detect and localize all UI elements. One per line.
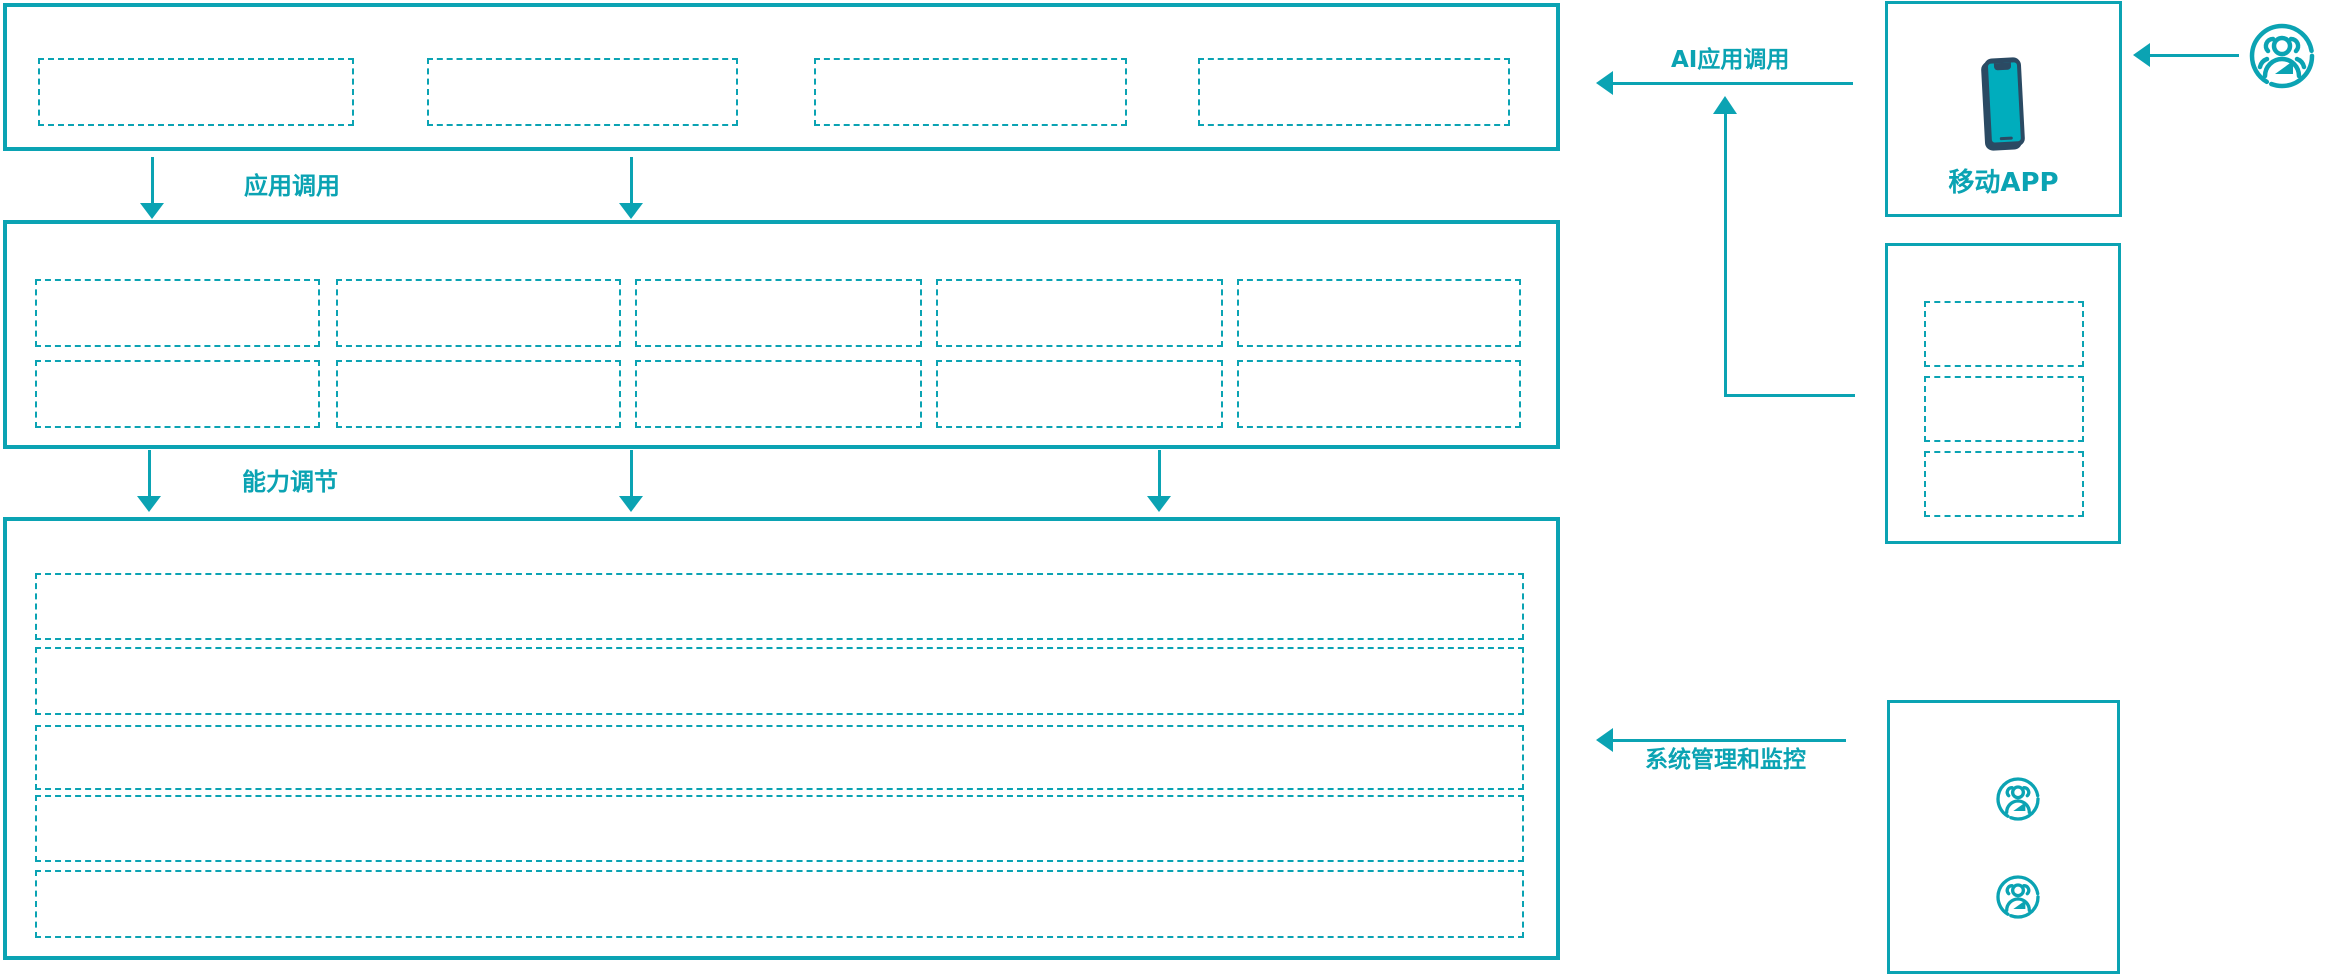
ai-app-call-arrowhead [1596, 71, 1613, 95]
capability-arrowhead-2 [619, 496, 643, 512]
middle-slot-r2c3 [635, 360, 922, 428]
middle-slot-r1c3 [635, 279, 922, 347]
middle-slot-r1c1 [35, 279, 320, 347]
capability-arrow-line-2 [630, 450, 633, 496]
mobile-app-label: 移动APP [1948, 168, 2059, 198]
top-slot-4 [1198, 58, 1510, 126]
service-connector-line [1724, 394, 1855, 397]
middle-layer-box [3, 220, 1560, 449]
service-slot-3 [1924, 451, 2084, 517]
app-call-arrow-line-1 [151, 157, 154, 203]
capability-arrowhead-1 [137, 496, 161, 512]
middle-slot-r2c2 [336, 360, 621, 428]
bottom-row-4 [35, 795, 1524, 862]
capability-adjust-label: 能力调节 [242, 468, 338, 496]
top-slot-1 [38, 58, 354, 126]
top-layer-box [3, 3, 1560, 151]
system-management-arrowhead [1596, 728, 1613, 752]
middle-slot-r1c4 [936, 279, 1223, 347]
middle-slot-r1c2 [336, 279, 621, 347]
bottom-layer-box [3, 517, 1560, 960]
service-slot-2 [1924, 376, 2084, 442]
admin-panel [1887, 700, 2120, 974]
system-management-arrow-line [1612, 739, 1846, 742]
users-group-icon [1996, 777, 2040, 821]
users-group-icon [2249, 23, 2315, 89]
middle-slot-r1c5 [1237, 279, 1521, 347]
users-group-icon [1996, 875, 2040, 919]
bottom-row-2 [35, 647, 1524, 715]
app-call-arrowhead-1 [140, 203, 164, 219]
app-call-label: 应用调用 [244, 172, 340, 200]
service-up-arrow-line [1724, 114, 1727, 396]
middle-slot-r2c4 [936, 360, 1223, 428]
capability-arrow-line-3 [1158, 450, 1161, 496]
bottom-row-5 [35, 870, 1524, 938]
middle-slot-r2c5 [1237, 360, 1521, 428]
service-up-arrowhead [1713, 96, 1737, 114]
capability-arrow-line-1 [148, 450, 151, 496]
user-to-app-arrow-line [2150, 54, 2239, 57]
ai-app-call-label: AI应用调用 [1671, 47, 1790, 73]
service-slot-1 [1924, 301, 2084, 367]
capability-arrowhead-3 [1147, 496, 1171, 512]
bottom-row-3 [35, 725, 1524, 790]
service-panel [1885, 243, 2121, 544]
system-management-label: 系统管理和监控 [1645, 747, 1806, 773]
mobile-app-panel: 移动APP [1885, 1, 2122, 217]
top-slot-2 [427, 58, 738, 126]
app-call-arrow-line-2 [630, 157, 633, 203]
ai-app-call-arrow-line [1612, 82, 1853, 85]
bottom-row-1 [35, 573, 1524, 640]
middle-slot-r2c1 [35, 360, 320, 428]
user-to-app-arrowhead [2133, 43, 2150, 67]
top-slot-3 [814, 58, 1127, 126]
app-call-arrowhead-2 [619, 203, 643, 219]
smartphone-icon [1981, 57, 2025, 151]
